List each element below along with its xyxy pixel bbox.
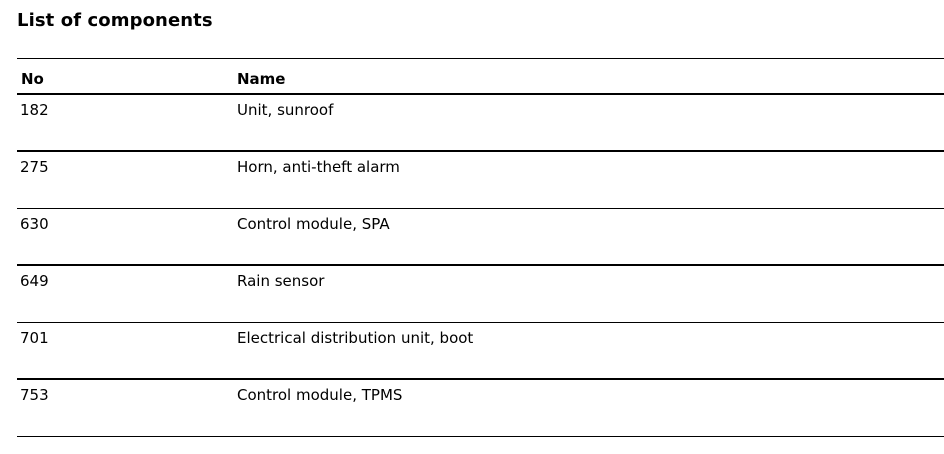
component-number: 701 bbox=[20, 329, 49, 347]
table-row: 630 Control module, SPA bbox=[17, 209, 944, 266]
component-name: Horn, anti-theft alarm bbox=[237, 158, 400, 176]
table-row: 753 Control module, TPMS bbox=[17, 380, 944, 437]
component-name: Control module, TPMS bbox=[237, 386, 403, 404]
component-name: Rain sensor bbox=[237, 272, 325, 290]
table-top-rule bbox=[17, 58, 944, 59]
table-header-row: No Name bbox=[17, 59, 944, 95]
component-number: 182 bbox=[20, 101, 49, 119]
component-number: 630 bbox=[20, 215, 49, 233]
column-header-no: No bbox=[21, 70, 44, 88]
component-name: Electrical distribution unit, boot bbox=[237, 329, 474, 347]
component-number: 753 bbox=[20, 386, 49, 404]
component-name: Control module, SPA bbox=[237, 215, 390, 233]
table-row: 701 Electrical distribution unit, boot bbox=[17, 323, 944, 380]
components-table: No Name 182 Unit, sunroof 275 Horn, anti… bbox=[17, 58, 944, 437]
component-number: 275 bbox=[20, 158, 49, 176]
page-title: List of components bbox=[17, 10, 213, 31]
table-row: 649 Rain sensor bbox=[17, 266, 944, 323]
component-number: 649 bbox=[20, 272, 49, 290]
table-row: 182 Unit, sunroof bbox=[17, 95, 944, 152]
column-header-name: Name bbox=[237, 70, 286, 88]
table-row: 275 Horn, anti-theft alarm bbox=[17, 152, 944, 209]
component-name: Unit, sunroof bbox=[237, 101, 334, 119]
